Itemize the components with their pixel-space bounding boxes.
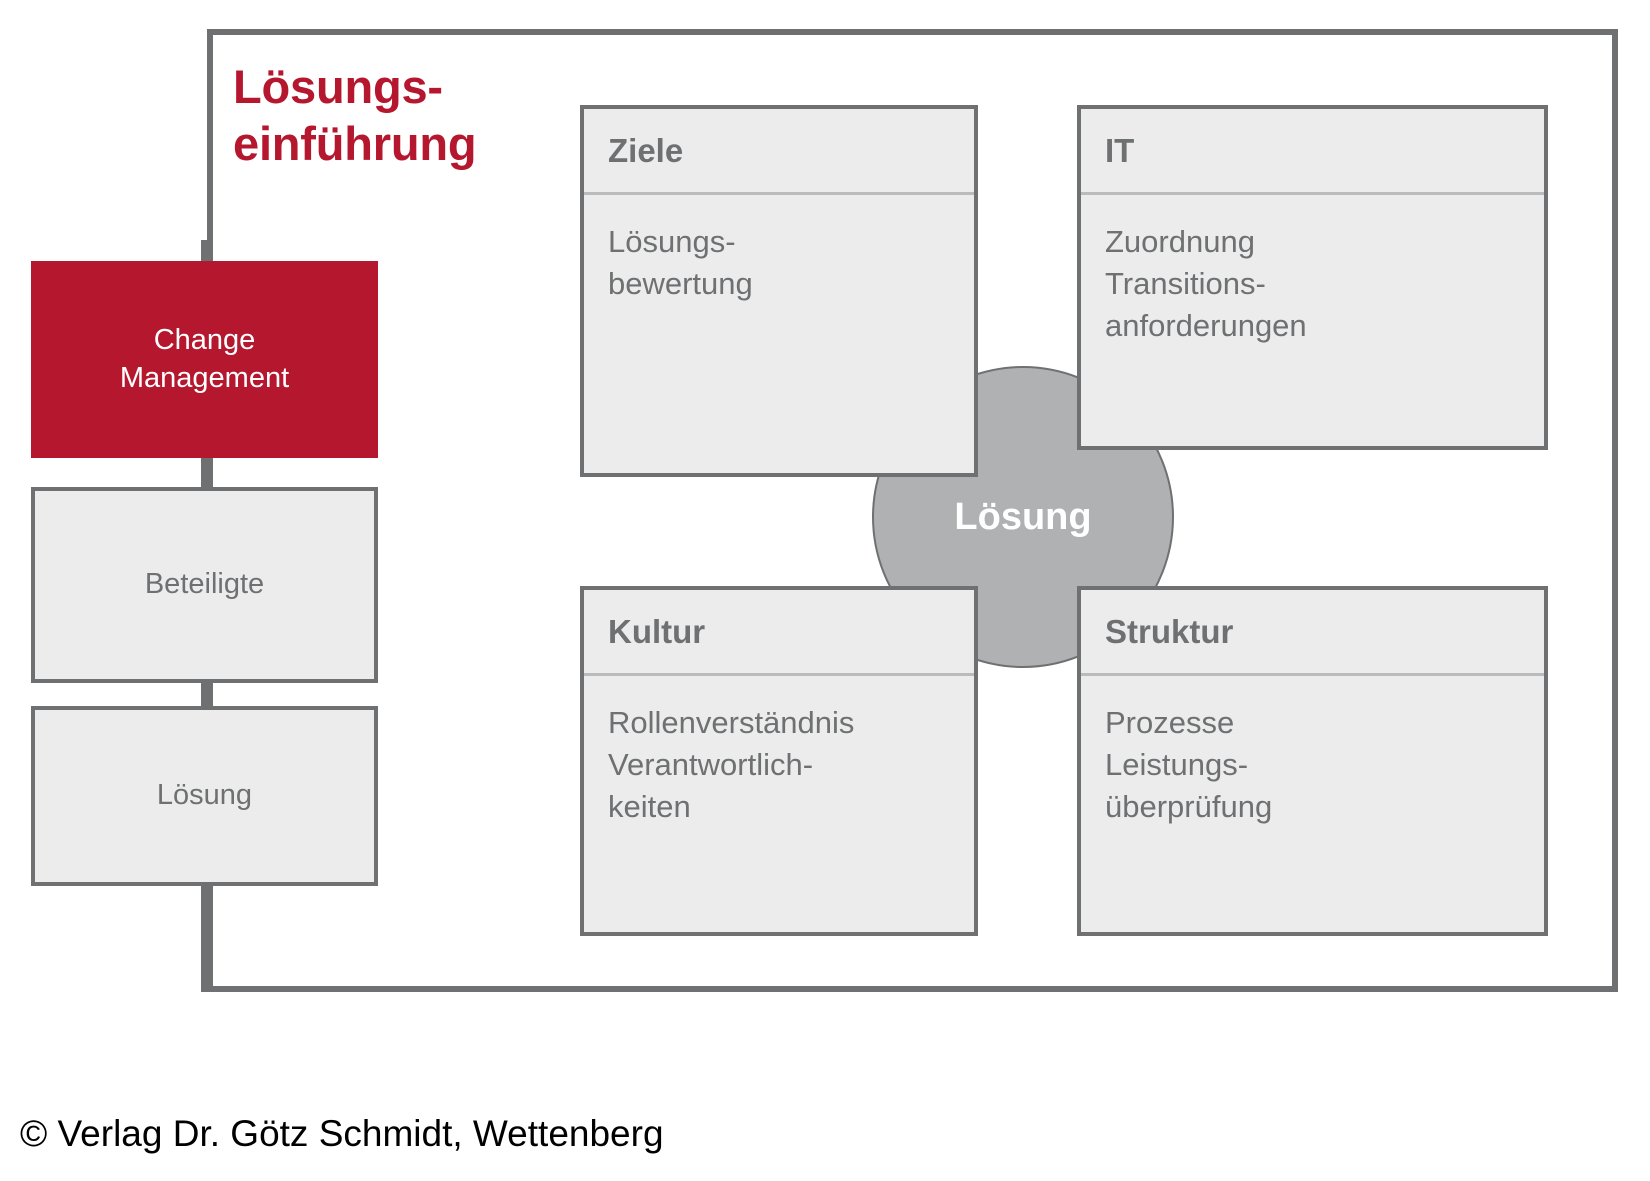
card-kultur[interactable]: Kultur Rollenverständnis Verantwortlich-… xyxy=(580,586,978,936)
card-it-header: IT xyxy=(1081,109,1544,195)
card-struktur-body: Prozesse Leistungs- überprüfung xyxy=(1105,705,1273,824)
center-circle-label: Lösung xyxy=(954,495,1092,538)
card-it[interactable]: IT Zuordnung Transitions- anforderungen xyxy=(1077,105,1548,450)
connector-line-top xyxy=(201,240,209,280)
connector-line-bottom xyxy=(201,880,209,992)
box-beteiligte[interactable]: Beteiligte xyxy=(31,487,378,683)
card-struktur-header: Struktur xyxy=(1081,590,1544,676)
card-ziele-body: Lösungs- bewertung xyxy=(608,224,753,301)
card-kultur-header: Kultur xyxy=(584,590,974,676)
page-title: Lösungs- einführung xyxy=(233,60,477,171)
card-ziele[interactable]: Ziele Lösungs- bewertung xyxy=(580,105,978,477)
connector-line-change-to-beteiligte xyxy=(201,452,209,496)
box-change-management[interactable]: Change Management xyxy=(31,261,378,458)
card-ziele-header: Ziele xyxy=(584,109,974,195)
card-it-body: Zuordnung Transitions- anforderungen xyxy=(1105,224,1307,343)
copyright-notice: © Verlag Dr. Götz Schmidt, Wettenberg xyxy=(20,1113,664,1154)
box-loesung[interactable]: Lösung xyxy=(31,706,378,886)
card-kultur-body: Rollenverständnis Verantwortlich- keiten xyxy=(608,705,855,824)
card-struktur[interactable]: Struktur Prozesse Leistungs- überprüfung xyxy=(1077,586,1548,936)
connector-line-beteiligte-to-loesung xyxy=(201,676,209,714)
